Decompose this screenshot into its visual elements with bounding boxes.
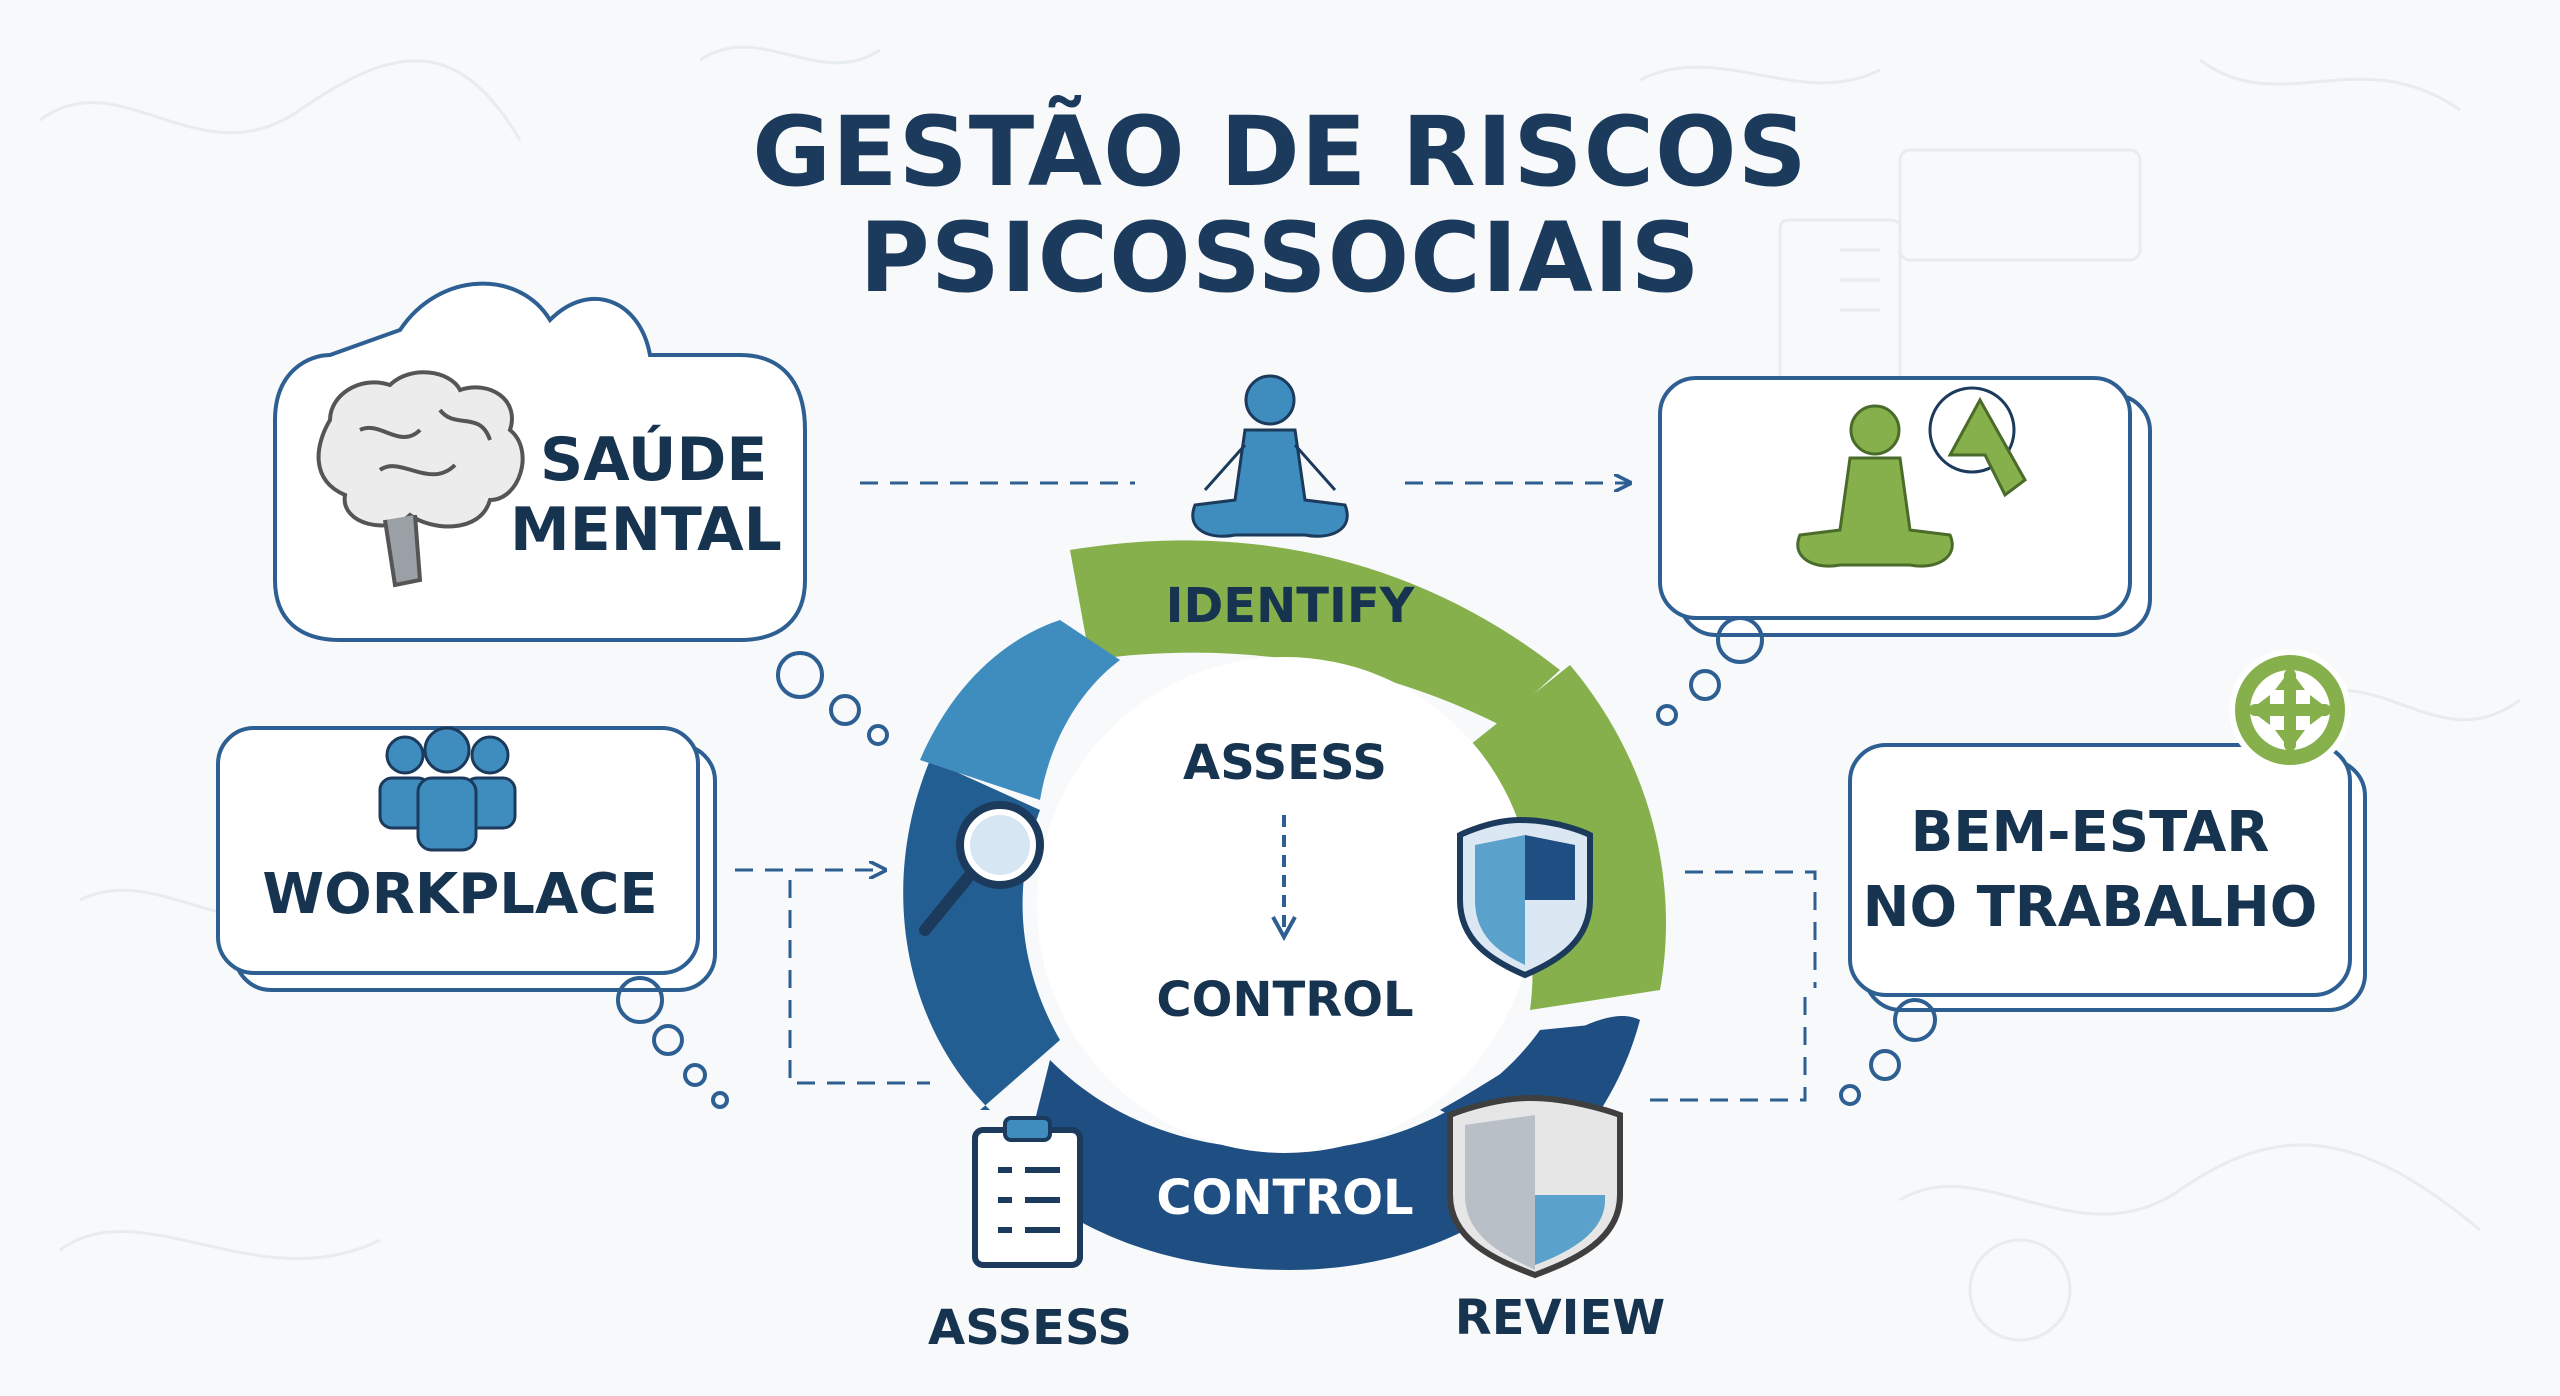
cycle-arc-identify [1070,540,1560,725]
page-subtitle: PSICOSSOCIAIS [859,202,1701,314]
plus-arrows-badge-icon [2229,649,2351,771]
shield-icon [1457,816,1593,979]
saude-mental-line2: MENTAL [510,495,782,565]
cycle-label-identify: IDENTIFY [1165,578,1415,634]
clipboard-icon [972,1116,1083,1268]
bem-estar-line1: BEM-ESTAR [1910,800,2270,865]
cycle-arc-identify-blue [920,620,1120,800]
workplace-label: WORKPLACE [262,862,658,927]
cycle-label-control: CONTROL [1156,1170,1414,1226]
meditation-hand-icon [1796,386,2027,568]
brain-icon [316,370,525,588]
cycle-center-top: ASSESS [1183,735,1387,791]
bem-estar-line2: NO TRABALHO [1862,875,2318,940]
outer-label-review: REVIEW [1454,1290,1666,1346]
page-title: GESTÃO DE RISCOS [752,96,1808,208]
people-group-icon [378,726,517,852]
center-flow-arrow [1271,815,1297,942]
saude-mental-line1: SAÚDE [540,425,768,495]
magnifier-icon [919,801,1044,936]
shield-icon [1447,1094,1623,1279]
outer-label-assess: ASSESS [928,1300,1132,1356]
meditation-icon [1191,374,1349,538]
bem-estar-bubble [1839,743,2367,1106]
connector-lines [735,483,1817,1102]
cycle-center-bottom: CONTROL [1156,972,1414,1028]
